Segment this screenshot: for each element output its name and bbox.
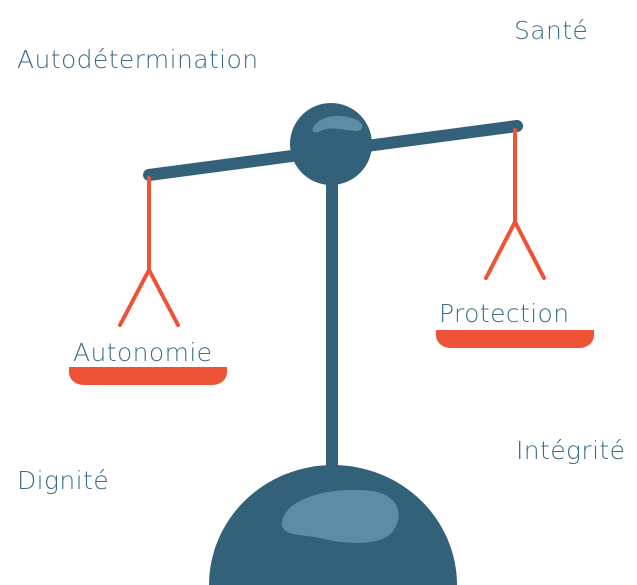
word-autodetermination: Autodétermination	[17, 45, 259, 74]
right-hanger	[484, 128, 546, 280]
scale-pivot	[290, 103, 372, 185]
pan-label-protection: Protection	[439, 299, 570, 328]
left-hanger	[118, 176, 180, 327]
pan-label-autonomie: Autonomie	[73, 338, 213, 367]
word-dignite: Dignité	[17, 466, 109, 495]
scale-pivot-highlight	[312, 115, 363, 133]
scale-pillar	[326, 160, 338, 490]
scale-base-highlight	[281, 489, 399, 543]
word-sante: Santé	[514, 16, 589, 45]
word-integrite: Intégrité	[516, 436, 626, 465]
left-pan	[69, 367, 227, 385]
right-pan	[436, 330, 594, 348]
